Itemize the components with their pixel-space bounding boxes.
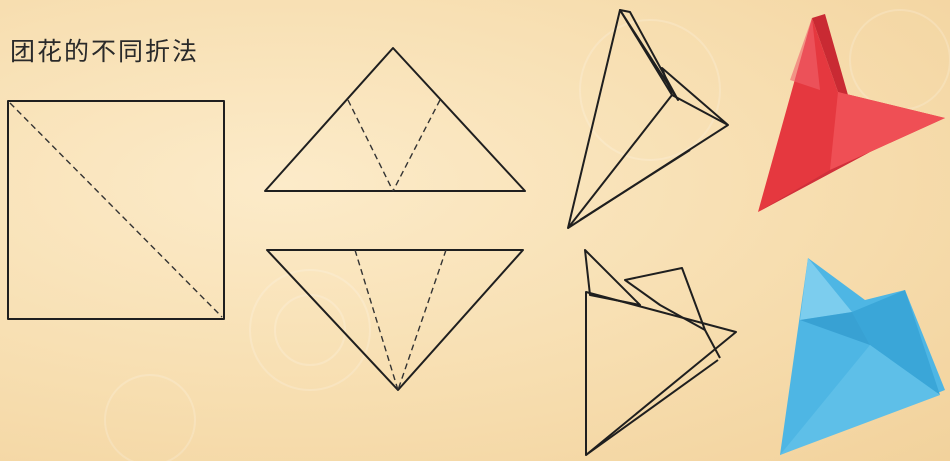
triangle-up-fold-right [393,100,440,191]
fold-bottom-front [586,292,736,455]
triangle-down-fold-right [398,250,446,390]
step-triangle-up [265,48,525,191]
fold-bottom-tip [585,250,640,305]
diagonal-fold-line [10,103,222,317]
fold-bottom-under-edge [586,360,718,455]
step-square [8,101,224,319]
step-fold-bottom [585,250,736,455]
triangle-up-fold-left [348,100,393,191]
triangle-up-outline [265,48,525,191]
red-paper-fold [758,14,945,212]
step-fold-top [568,10,728,228]
triangle-down-fold-left [355,250,398,390]
blue-paper-fold [780,258,945,455]
fold-bottom-side [705,330,720,358]
fold-top-inner-edge [580,150,690,220]
